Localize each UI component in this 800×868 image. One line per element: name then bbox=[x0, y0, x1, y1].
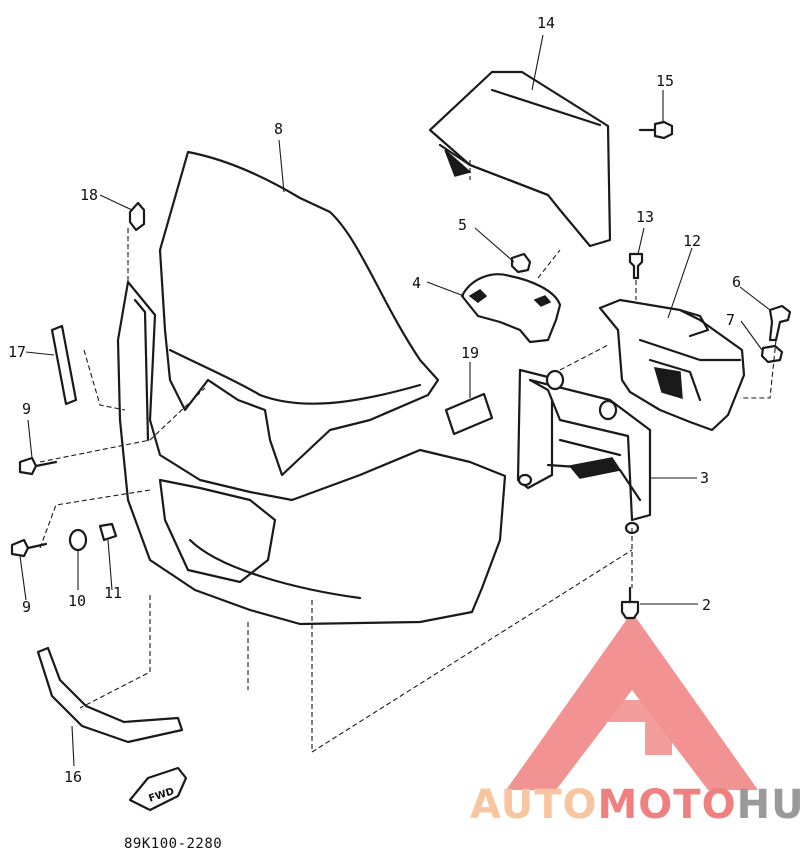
part-17-plate bbox=[50, 324, 78, 406]
callout-19: 19 bbox=[461, 344, 479, 362]
part-7-nut bbox=[760, 344, 784, 364]
callout-10: 10 bbox=[68, 592, 86, 610]
part-13-bolt bbox=[628, 252, 644, 280]
callout-8: 8 bbox=[274, 120, 283, 138]
watermark-moto: MOTO bbox=[598, 782, 737, 828]
leader-lines bbox=[19, 34, 771, 767]
part-9-upper-bolt bbox=[18, 456, 58, 476]
part-2-bolt bbox=[620, 586, 640, 620]
callout-15: 15 bbox=[656, 72, 674, 90]
callout-labels: 14 15 8 18 17 9 5 4 19 13 12 6 7 3 2 9 1… bbox=[8, 14, 741, 786]
callout-13: 13 bbox=[636, 208, 654, 226]
watermark-wordmark: AUTOMOTOHUB bbox=[470, 782, 800, 828]
part-5-screw bbox=[510, 252, 532, 274]
part-8-windscreen bbox=[158, 150, 440, 477]
watermark-auto: AUTO bbox=[470, 782, 598, 828]
callout-9-upper: 9 bbox=[22, 400, 31, 418]
part-19-pad bbox=[444, 392, 494, 436]
callout-2: 2 bbox=[702, 596, 711, 614]
part-18-clip bbox=[128, 201, 146, 232]
part-11-collar bbox=[98, 522, 118, 542]
part-14-top-cover bbox=[428, 70, 612, 248]
fwd-arrow-badge: FWD bbox=[128, 766, 188, 812]
watermark-hub: HUB bbox=[737, 782, 800, 828]
assembly-lines bbox=[39, 160, 777, 753]
part-9-lower-bolt bbox=[10, 538, 48, 558]
callout-6: 6 bbox=[732, 273, 741, 291]
callout-7: 7 bbox=[726, 311, 735, 329]
part-1-main-cowl bbox=[116, 280, 507, 626]
callout-12: 12 bbox=[683, 232, 701, 250]
callout-11: 11 bbox=[104, 584, 122, 602]
watermark-inner-g bbox=[592, 700, 672, 755]
part-3-frame-stay bbox=[516, 368, 652, 535]
svg-text:AUTOMOTOHUB: AUTOMOTOHUB bbox=[470, 782, 800, 828]
watermark-logo bbox=[506, 612, 758, 790]
part-16-trim-strip bbox=[36, 646, 184, 744]
part-10-grommet bbox=[68, 528, 88, 552]
callout-16: 16 bbox=[64, 768, 82, 786]
callout-4: 4 bbox=[412, 274, 421, 292]
callout-18: 18 bbox=[80, 186, 98, 204]
diagram-code: 89K100-2280 bbox=[124, 836, 222, 852]
callout-3: 3 bbox=[700, 469, 709, 487]
watermark-triangle bbox=[506, 612, 758, 790]
callout-9-lower: 9 bbox=[22, 598, 31, 616]
part-6-bolt bbox=[768, 304, 792, 342]
callout-5: 5 bbox=[458, 216, 467, 234]
part-12-mount-bracket bbox=[598, 298, 746, 432]
callout-14: 14 bbox=[537, 14, 555, 32]
callout-17: 17 bbox=[8, 343, 26, 361]
part-15-bolt bbox=[638, 120, 674, 140]
part-4-bracket bbox=[460, 273, 562, 344]
